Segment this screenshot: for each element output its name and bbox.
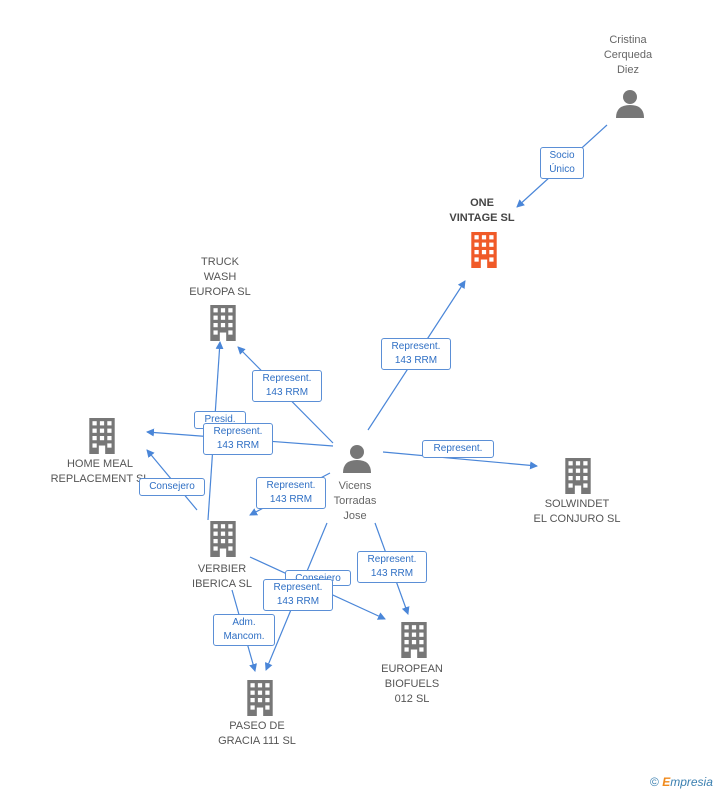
building-icon-truck-wash[interactable] (210, 305, 236, 341)
building-icon-solwindet[interactable] (565, 458, 591, 494)
node-label-solwindet[interactable]: SOLWINDET EL CONJURO SL (533, 498, 621, 525)
building-icon-one-vintage[interactable] (471, 232, 497, 268)
edge-label-represent-european: Represent. 143 RRM (357, 551, 427, 583)
edge-label-represent-solwindet: Represent. (422, 440, 494, 458)
edge-label-represent-one-vintage: Represent. 143 RRM (381, 338, 451, 370)
building-icon-home-meal[interactable] (89, 418, 115, 454)
node-label-european[interactable]: EUROPEAN BIOFUELS 012 SL (381, 663, 443, 705)
node-label-truck-wash[interactable]: TRUCK WASH EUROPA SL (189, 256, 251, 298)
node-label-cristina[interactable]: Cristina Cerqueda Diez (603, 34, 653, 76)
node-label-one-vintage[interactable]: ONE VINTAGE SL (449, 197, 515, 224)
empresia-logo-text: mpresia (670, 775, 713, 789)
edge-label-represent-truck-wash: Represent. 143 RRM (252, 370, 322, 402)
building-icon-verbier[interactable] (210, 521, 236, 557)
edge-label-represent-paseo: Represent. 143 RRM (263, 579, 333, 611)
edge-label-represent-home-meal: Represent. 143 RRM (203, 423, 273, 455)
node-label-home-meal[interactable]: HOME MEAL REPLACEMENT SL (50, 458, 150, 485)
node-label-vicens[interactable]: Vicens Torradas Jose (333, 480, 377, 522)
node-label-verbier[interactable]: VERBIER IBERICA SL (192, 563, 252, 590)
copyright-notice: © Empresia (650, 775, 713, 789)
person-icon-cristina[interactable] (616, 90, 644, 118)
edge-label-represent-verbier: Represent. 143 RRM (256, 477, 326, 509)
copyright-symbol: © (650, 775, 659, 789)
edge-represent-solwindet (382, 451, 538, 470)
building-icon-paseo[interactable] (247, 680, 273, 716)
node-label-paseo[interactable]: PASEO DE GRACIA 111 SL (218, 720, 296, 747)
person-icon-vicens[interactable] (343, 445, 371, 473)
edge-label-socio-unico: Socio Único (540, 147, 584, 179)
edge-label-consejero-home-meal: Consejero (139, 478, 205, 496)
building-icon-european[interactable] (401, 622, 427, 658)
edge-label-adm-mancom: Adm. Mancom. (213, 614, 275, 646)
empresia-logo-initial: E (662, 775, 671, 789)
